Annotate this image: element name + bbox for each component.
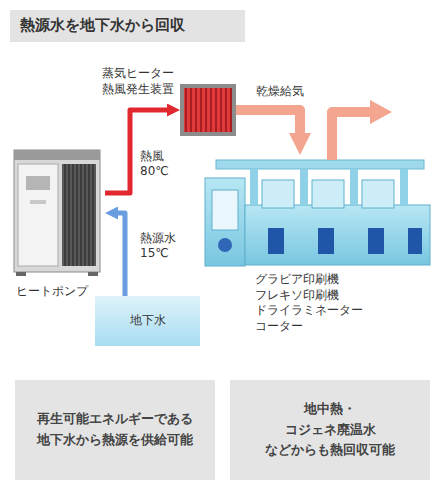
printing-machine-part [212, 190, 238, 230]
printing-machine-part [250, 169, 258, 205]
heat-pump-unit-part [18, 164, 58, 266]
heater-unit: 蒸気ヒーター 熱風発生装置 [180, 84, 236, 136]
printing-machine-part [218, 238, 232, 252]
edge-label: 熱風 80℃ [140, 149, 169, 179]
printing-machine-part [262, 180, 294, 208]
printing-machine-part [408, 228, 422, 254]
printing-machine-part [350, 169, 358, 205]
heat-pump-unit [14, 150, 100, 276]
title-bar: 熱源水を地下水から回収 [10, 10, 245, 42]
heat-pump-unit-part [88, 272, 98, 276]
arrowhead-holder [105, 213, 118, 214]
edge-label: 乾燥給気 [256, 84, 304, 99]
heat-pump-unit-part [26, 176, 50, 190]
arrowhead-holder [300, 133, 301, 155]
printing-machine-part [368, 228, 384, 254]
arrowhead-holder [167, 110, 180, 111]
heat-pump-unit-part [16, 272, 26, 276]
printing-machine-part [268, 228, 284, 254]
heat-pump-unit-part [62, 164, 96, 266]
printing-machine-part [400, 169, 408, 205]
steam-heater [180, 84, 236, 136]
printing-machine-part [245, 205, 430, 265]
note-text: 再生可能エネルギーである 地下水から熱源を供給可能 [37, 409, 193, 451]
exhaust-arrow-part [332, 112, 372, 160]
box-text: 地下水 [130, 313, 166, 329]
printing-machine-part [300, 169, 308, 205]
heat-pump-unit-part [14, 150, 100, 160]
note-text: 地中熱・コジェネ廃温水 などからも熱回収可能 [265, 399, 395, 461]
hot-air-arrow [105, 110, 169, 193]
printing-machine-part [318, 228, 334, 254]
heat-pump: ヒートポンプ [10, 148, 105, 300]
note-box: 再生可能エネルギーである 地下水から熱源を供給可能 [15, 380, 215, 480]
printing-machine [205, 160, 430, 266]
title-text: 熱源水を地下水から回収 [20, 16, 185, 36]
printing-machine-node: グラビア印刷機 フレキソ印刷機 ドライラミネーター コーター [200, 155, 430, 345]
printing-machine-part [362, 180, 394, 208]
water-arrow [116, 213, 125, 296]
printing-machine-part [216, 160, 424, 169]
dry-air-arrow [236, 110, 300, 135]
exhaust-arrow [332, 100, 392, 160]
exhaust-arrow-part [370, 100, 392, 124]
steam-heater-part [180, 84, 236, 136]
heat-pump-unit-part [30, 200, 46, 204]
printing-machine-part [312, 180, 344, 208]
printing-machine-part [205, 178, 245, 266]
device-label: ヒートポンプ [16, 284, 88, 300]
edge-label: 熱源水 15℃ [140, 231, 176, 261]
device-label: 蒸気ヒーター 熱風発生装置 [102, 66, 174, 97]
groundwater-box: 地下水 [95, 296, 200, 346]
heat-pump-unit-part [14, 150, 100, 272]
note-box: 地中熱・コジェネ廃温水 などからも熱回収可能 [230, 380, 430, 480]
steam-heater-part [184, 88, 232, 132]
device-label: グラビア印刷機 フレキソ印刷機 ドライラミネーター コーター [255, 272, 363, 334]
